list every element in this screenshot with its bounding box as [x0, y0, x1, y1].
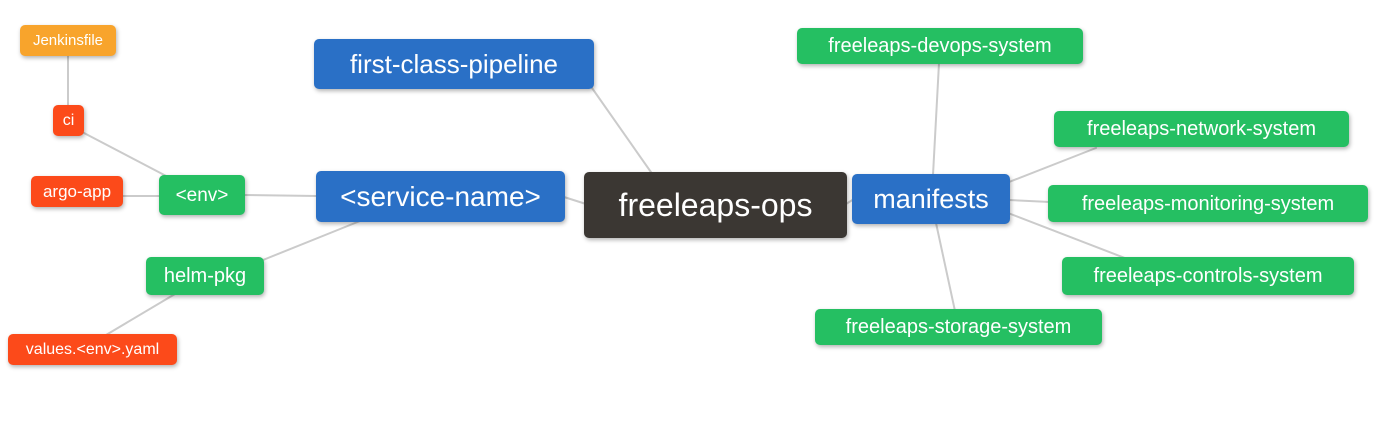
node-first-class-pipeline[interactable]: first-class-pipeline — [314, 39, 594, 89]
edge-env-to-service-name — [243, 194, 318, 197]
edge-manifests-to-network-system — [1008, 147, 1097, 183]
node-argo-app[interactable]: argo-app — [31, 176, 123, 207]
node-controls-system[interactable]: freeleaps-controls-system — [1062, 257, 1354, 295]
edge-manifests-to-storage-system — [935, 222, 956, 312]
node-devops-system[interactable]: freeleaps-devops-system — [797, 28, 1083, 64]
edge-manifests-to-controls-system — [1007, 212, 1131, 261]
node-service-name[interactable]: <service-name> — [316, 171, 565, 222]
node-values-env-yaml[interactable]: values.<env>.yaml — [8, 334, 177, 365]
node-jenkinsfile[interactable]: Jenkinsfile — [20, 25, 116, 56]
node-env[interactable]: <env> — [159, 175, 245, 215]
edge-manifests-to-devops-system — [932, 62, 940, 176]
edge-manifests-to-monitoring-system — [1008, 199, 1051, 203]
node-helm-pkg[interactable]: helm-pkg — [146, 257, 264, 295]
node-network-system[interactable]: freeleaps-network-system — [1054, 111, 1349, 147]
edge-first-class-pipeline-to-freeleaps-ops — [591, 87, 654, 176]
node-manifests[interactable]: manifests — [852, 174, 1010, 224]
node-ci[interactable]: ci — [53, 105, 84, 136]
edge-ci-to-env — [83, 132, 171, 179]
node-monitoring-system[interactable]: freeleaps-monitoring-system — [1048, 185, 1368, 222]
node-freeleaps-ops[interactable]: freeleaps-ops — [584, 172, 847, 238]
node-storage-system[interactable]: freeleaps-storage-system — [815, 309, 1102, 345]
edge-service-name-to-freeleaps-ops — [563, 196, 587, 205]
edge-values-env-yaml-to-helm-pkg — [105, 293, 176, 336]
edge-helm-pkg-to-service-name — [262, 220, 361, 261]
